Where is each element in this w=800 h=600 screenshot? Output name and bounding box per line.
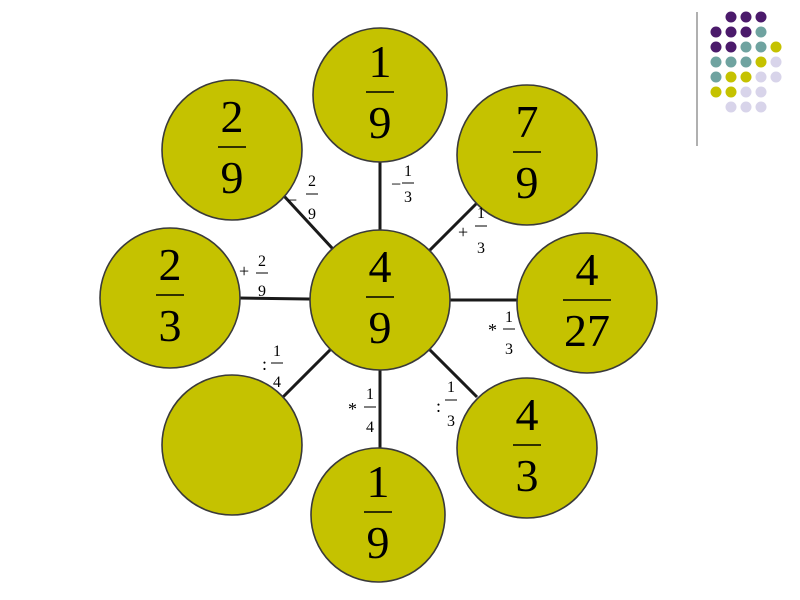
petal-numerator: 1 bbox=[367, 456, 390, 507]
decorative-dot bbox=[756, 42, 767, 53]
op-numerator: 1 bbox=[505, 309, 513, 326]
decorative-dot bbox=[711, 27, 722, 38]
op-sign: : bbox=[262, 354, 267, 374]
petal-fraction-top-right: 7 9 bbox=[513, 96, 541, 208]
petal-denominator: 9 bbox=[221, 152, 244, 203]
center-numerator: 4 bbox=[369, 241, 392, 292]
decorative-dot bbox=[711, 87, 722, 98]
petal-fraction-top-left: 2 9 bbox=[218, 91, 246, 203]
decorative-dot bbox=[771, 57, 782, 68]
decorative-dot bbox=[741, 102, 752, 113]
center-denominator: 9 bbox=[369, 302, 392, 353]
decorative-dot bbox=[726, 27, 737, 38]
op-denominator: 3 bbox=[505, 341, 513, 358]
decorative-dot bbox=[726, 87, 737, 98]
op-denominator: 9 bbox=[258, 283, 266, 300]
op-label-bottom-right: : 1 3 bbox=[436, 379, 457, 430]
op-numerator: 1 bbox=[273, 343, 281, 360]
op-label-bottom: * 1 4 bbox=[348, 386, 376, 436]
petal-denominator: 3 bbox=[516, 450, 539, 501]
center-fraction: 4 9 bbox=[366, 241, 394, 353]
petal-fraction-top: 1 9 bbox=[366, 36, 394, 148]
decorative-dot bbox=[741, 72, 752, 83]
decorative-dot bbox=[756, 57, 767, 68]
op-sign: + bbox=[239, 261, 249, 281]
petal-fraction-left: 2 3 bbox=[156, 239, 184, 351]
op-label-top-right: + 1 3 bbox=[458, 205, 487, 257]
petal-numerator: 4 bbox=[576, 244, 599, 295]
decorative-dot bbox=[741, 42, 752, 53]
petal-denominator: 9 bbox=[369, 97, 392, 148]
decorative-dot-grid bbox=[711, 12, 782, 113]
op-denominator: 4 bbox=[273, 374, 281, 391]
petal-denominator: 3 bbox=[159, 300, 182, 351]
decorative-dot bbox=[771, 72, 782, 83]
op-label-right: * 1 3 bbox=[488, 309, 515, 358]
petal-fraction-bottom: 1 9 bbox=[364, 456, 392, 568]
op-sign: − bbox=[287, 190, 297, 210]
decorative-dot bbox=[741, 57, 752, 68]
petal-denominator: 27 bbox=[564, 305, 610, 356]
op-sign: + bbox=[458, 222, 468, 242]
op-numerator: 1 bbox=[366, 386, 374, 403]
decorative-dot bbox=[726, 12, 737, 23]
decorative-dot bbox=[756, 12, 767, 23]
op-sign: : bbox=[436, 396, 441, 416]
op-numerator: 1 bbox=[447, 379, 455, 396]
petal-numerator: 2 bbox=[159, 239, 182, 290]
op-denominator: 9 bbox=[308, 206, 316, 223]
petal-bottom-left bbox=[162, 375, 302, 515]
op-sign: * bbox=[348, 399, 357, 419]
petal-numerator: 4 bbox=[516, 389, 539, 440]
op-numerator: 2 bbox=[258, 253, 266, 270]
decorative-dot bbox=[711, 42, 722, 53]
decorative-dot bbox=[741, 87, 752, 98]
decorative-dot bbox=[741, 12, 752, 23]
decorative-dot bbox=[756, 72, 767, 83]
op-denominator: 3 bbox=[477, 240, 485, 257]
decorative-dot bbox=[726, 57, 737, 68]
decorative-dot bbox=[771, 42, 782, 53]
petal-numerator: 1 bbox=[369, 36, 392, 87]
decorative-dot bbox=[726, 42, 737, 53]
op-sign: * bbox=[488, 320, 497, 340]
petal-denominator: 9 bbox=[516, 157, 539, 208]
op-denominator: 3 bbox=[447, 413, 455, 430]
op-numerator: 1 bbox=[477, 205, 485, 222]
decorative-dot bbox=[756, 102, 767, 113]
decorative-dot bbox=[756, 27, 767, 38]
decorative-dot bbox=[711, 72, 722, 83]
op-denominator: 4 bbox=[366, 419, 374, 436]
petal-numerator: 7 bbox=[516, 96, 539, 147]
decorative-dot bbox=[726, 102, 737, 113]
decorative-dot bbox=[741, 27, 752, 38]
decorative-dot bbox=[711, 57, 722, 68]
petal-fraction-bottom-right: 4 3 bbox=[513, 389, 541, 501]
op-label-top: − 1 3 bbox=[391, 163, 414, 206]
op-sign: − bbox=[391, 174, 401, 194]
petal-numerator: 2 bbox=[221, 91, 244, 142]
decorative-dot bbox=[756, 87, 767, 98]
op-denominator: 3 bbox=[404, 189, 412, 206]
op-numerator: 2 bbox=[308, 173, 316, 190]
decorative-dot bbox=[726, 72, 737, 83]
op-numerator: 1 bbox=[404, 163, 412, 180]
petal-denominator: 9 bbox=[367, 517, 390, 568]
op-label-left: + 2 9 bbox=[239, 253, 268, 300]
